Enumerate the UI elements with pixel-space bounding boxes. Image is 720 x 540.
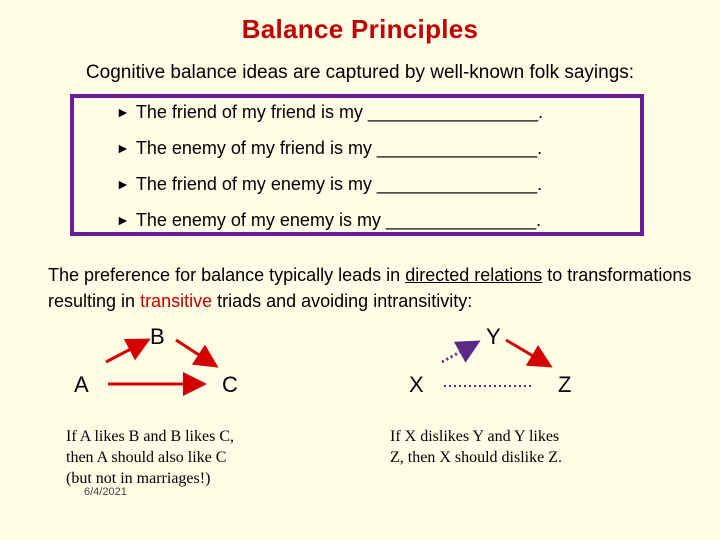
sayings-box: [70, 94, 644, 236]
arrow-a-to-b: [105, 338, 151, 364]
slide-subtitle: Cognitive balance ideas are captured by …: [85, 62, 635, 83]
right-triad-caption: If X dislikes Y and Y likes Z, then X sh…: [390, 428, 562, 466]
arrow-b-to-c: [175, 338, 219, 368]
directed-relations-term: directed relations: [405, 265, 543, 285]
slide-date: 6/4/2021: [84, 486, 127, 498]
bullet-arrow-icon: ►: [116, 212, 130, 228]
explanation-paragraph: The preference for balance typically lea…: [48, 265, 692, 311]
saying-1: ► The friend of my friend is my _________…: [116, 102, 543, 123]
bullet-arrow-icon: ►: [116, 140, 130, 156]
node-a: A: [74, 372, 89, 397]
bullet-arrow-icon: ►: [116, 176, 130, 192]
saying-4: ► The enemy of my enemy is my ___________…: [116, 210, 541, 231]
node-c: C: [222, 372, 238, 397]
bullet-arrow-icon: ►: [116, 104, 130, 120]
node-y: Y: [486, 324, 501, 349]
left-triad-caption: If A likes B and B likes C, then A shoul…: [66, 428, 234, 487]
saying-text: The enemy of my enemy is my ____________…: [135, 210, 542, 230]
arrow-x-to-y-dotted: [441, 340, 481, 364]
arrow-y-to-z: [505, 338, 553, 368]
node-x: X: [409, 372, 424, 397]
saying-text: The friend of my friend is my __________…: [135, 102, 544, 122]
node-b: B: [150, 324, 165, 349]
saying-text: The friend of my enemy is my ___________…: [135, 174, 543, 194]
saying-text: The enemy of my friend is my ___________…: [135, 138, 543, 158]
slide-title: Balance Principles: [241, 14, 479, 44]
saying-2: ► The enemy of my friend is my __________…: [116, 138, 542, 159]
node-z: Z: [558, 372, 572, 397]
saying-3: ► The friend of my enemy is my __________…: [116, 174, 542, 195]
transitive-term: transitive: [140, 291, 213, 311]
